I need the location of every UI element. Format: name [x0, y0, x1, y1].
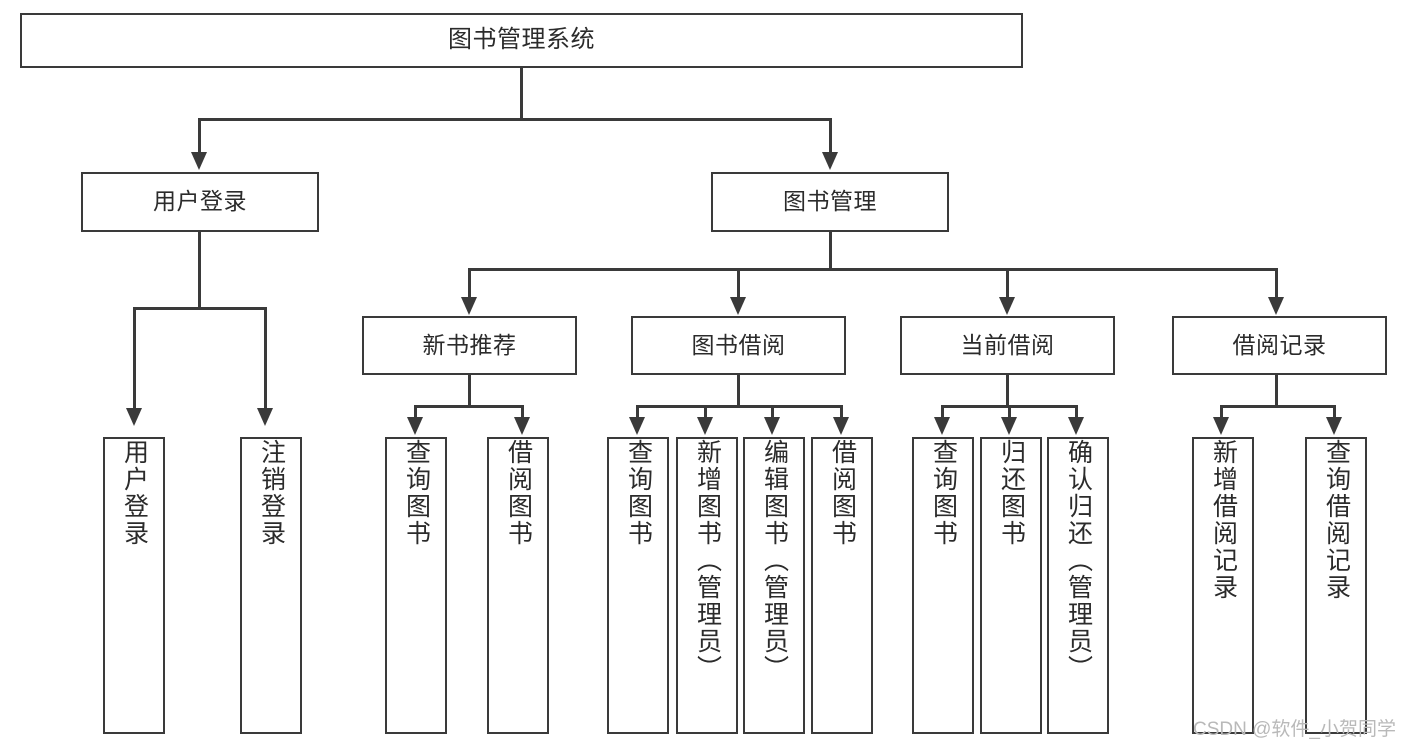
- node-root[interactable]: 图书管理系统: [20, 13, 1023, 68]
- connector-drop-borrow-record: [1275, 268, 1278, 301]
- arrow-leaf-borrow-book-1: [514, 417, 530, 435]
- arrow-leaf-query-record: [1326, 417, 1342, 435]
- node-user-login[interactable]: 用户登录: [81, 172, 319, 232]
- connector-new-book-recommend-bus: [414, 405, 523, 408]
- node-leaf-add-book[interactable]: 新增图书（管理员）: [676, 437, 738, 734]
- node-leaf-confirm-return-label: 确认归还（管理员）: [1064, 439, 1093, 682]
- connector-drop-leaf-borrow-book-2: [840, 405, 843, 421]
- node-leaf-edit-book[interactable]: 编辑图书（管理员）: [743, 437, 805, 734]
- arrow-current-borrow: [999, 297, 1015, 315]
- connector-level3-bus: [468, 268, 1277, 271]
- node-leaf-user-login-label: 用户登录: [120, 439, 149, 547]
- connector-drop-leaf-confirm-return: [1075, 405, 1078, 421]
- node-leaf-borrow-book-2[interactable]: 借阅图书: [811, 437, 873, 734]
- node-leaf-borrow-book-1[interactable]: 借阅图书: [487, 437, 549, 734]
- node-leaf-edit-book-label: 编辑图书（管理员）: [760, 439, 789, 682]
- node-leaf-query-record[interactable]: 查询借阅记录: [1305, 437, 1367, 734]
- connector-drop-leaf-add-record: [1220, 405, 1223, 421]
- connector-drop-current-borrow: [1006, 268, 1009, 301]
- connector-user-login-stem: [198, 232, 201, 309]
- arrow-new-book-recommend: [461, 297, 477, 315]
- node-borrow-record-label: 借阅记录: [1232, 331, 1327, 358]
- node-leaf-user-login[interactable]: 用户登录: [103, 437, 165, 734]
- connector-root-stem: [520, 68, 523, 120]
- node-leaf-return-book-label: 归还图书: [997, 439, 1026, 547]
- node-leaf-query-record-label: 查询借阅记录: [1322, 439, 1351, 601]
- arrow-leaf-user-login: [126, 408, 142, 426]
- arrow-leaf-add-record: [1213, 417, 1229, 435]
- node-leaf-query-book-3-label: 查询图书: [929, 439, 958, 547]
- arrow-leaf-query-book-1: [407, 417, 423, 435]
- node-leaf-borrow-book-1-label: 借阅图书: [504, 439, 533, 547]
- connector-book-manage-stem: [829, 232, 832, 270]
- node-leaf-query-book-1-label: 查询图书: [402, 439, 431, 547]
- connector-drop-user-login: [198, 118, 201, 156]
- node-leaf-user-logout[interactable]: 注销登录: [240, 437, 302, 734]
- arrow-leaf-query-book-2: [629, 417, 645, 435]
- node-leaf-add-book-label: 新增图书（管理员）: [693, 439, 722, 682]
- node-new-book-recommend-label: 新书推荐: [422, 331, 517, 358]
- connector-drop-leaf-query-record: [1333, 405, 1336, 421]
- node-leaf-borrow-book-2-label: 借阅图书: [828, 439, 857, 547]
- node-current-borrow-label: 当前借阅: [960, 331, 1055, 358]
- node-leaf-return-book[interactable]: 归还图书: [980, 437, 1042, 734]
- node-leaf-confirm-return[interactable]: 确认归还（管理员）: [1047, 437, 1109, 734]
- node-current-borrow[interactable]: 当前借阅: [900, 316, 1115, 375]
- connector-drop-leaf-borrow-book-1: [521, 405, 524, 421]
- connector-drop-book-manage: [829, 118, 832, 156]
- connector-drop-leaf-query-book-3: [941, 405, 944, 421]
- connector-drop-leaf-edit-book: [771, 405, 774, 421]
- connector-drop-leaf-query-book-1: [414, 405, 417, 421]
- node-user-login-label: 用户登录: [153, 188, 247, 215]
- connector-drop-new-book-recommend: [468, 268, 471, 301]
- connector-drop-leaf-user-logout: [264, 307, 267, 412]
- arrow-leaf-edit-book: [764, 417, 780, 435]
- arrow-leaf-user-logout: [257, 408, 273, 426]
- connector-user-login-bus: [133, 307, 266, 310]
- arrow-leaf-borrow-book-2: [833, 417, 849, 435]
- node-leaf-add-record-label: 新增借阅记录: [1209, 439, 1238, 601]
- connector-borrow-record-stem: [1275, 375, 1278, 407]
- node-book-borrow[interactable]: 图书借阅: [631, 316, 846, 375]
- arrow-leaf-query-book-3: [934, 417, 950, 435]
- node-borrow-record[interactable]: 借阅记录: [1172, 316, 1387, 375]
- node-leaf-user-logout-label: 注销登录: [257, 439, 286, 547]
- node-leaf-query-book-2[interactable]: 查询图书: [607, 437, 669, 734]
- node-book-manage[interactable]: 图书管理: [711, 172, 949, 232]
- arrow-leaf-add-book: [697, 417, 713, 435]
- node-book-manage-label: 图书管理: [783, 188, 877, 215]
- arrow-leaf-confirm-return: [1068, 417, 1084, 435]
- arrow-book-borrow: [730, 297, 746, 315]
- connector-drop-leaf-add-book: [704, 405, 707, 421]
- arrow-borrow-record: [1268, 297, 1284, 315]
- node-new-book-recommend[interactable]: 新书推荐: [362, 316, 577, 375]
- connector-drop-leaf-return-book: [1008, 405, 1011, 421]
- connector-book-borrow-bus: [636, 405, 842, 408]
- connector-current-borrow-stem: [1006, 375, 1009, 407]
- arrow-leaf-return-book: [1001, 417, 1017, 435]
- connector-drop-leaf-user-login: [133, 307, 136, 412]
- arrow-user-login: [191, 152, 207, 170]
- node-leaf-query-book-1[interactable]: 查询图书: [385, 437, 447, 734]
- csdn-watermark: CSDN @软件_小贺同学: [1193, 719, 1396, 740]
- connector-book-borrow-stem: [737, 375, 740, 407]
- node-book-borrow-label: 图书借阅: [691, 331, 786, 358]
- arrow-book-manage: [822, 152, 838, 170]
- connector-drop-leaf-query-book-2: [636, 405, 639, 421]
- connector-level2-bus: [198, 118, 832, 121]
- node-leaf-add-record[interactable]: 新增借阅记录: [1192, 437, 1254, 734]
- connector-new-book-recommend-stem: [468, 375, 471, 407]
- node-leaf-query-book-3[interactable]: 查询图书: [912, 437, 974, 734]
- node-root-label: 图书管理系统: [448, 26, 595, 54]
- node-leaf-query-book-2-label: 查询图书: [624, 439, 653, 547]
- connector-borrow-record-bus: [1220, 405, 1335, 408]
- connector-drop-book-borrow: [737, 268, 740, 301]
